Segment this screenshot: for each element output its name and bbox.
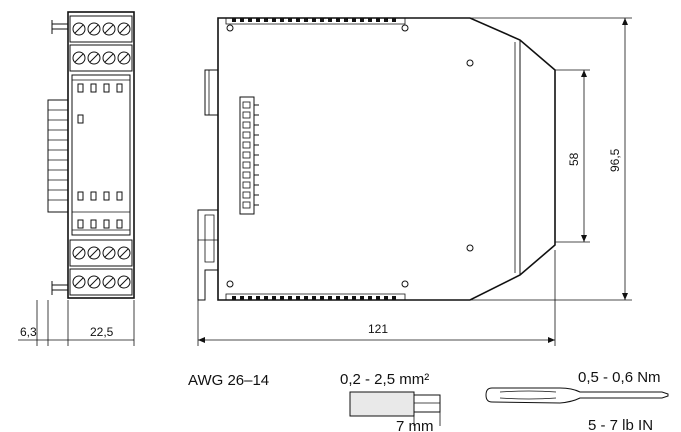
side-view <box>197 17 556 301</box>
wire-ferrule-icon <box>349 391 441 426</box>
screw-icon <box>102 246 116 260</box>
screw-icon <box>102 275 116 289</box>
side-connector-pins <box>242 101 259 209</box>
side-connector <box>239 96 255 215</box>
dim-inner-height: 58 <box>567 152 581 166</box>
wire-cross-section-label: 0,2 - 2,5 mm² <box>340 371 429 388</box>
dim-front-offset: 6,3 <box>20 325 37 339</box>
bottom-vent-slots <box>232 296 396 300</box>
screw-icon <box>87 51 101 65</box>
terminal-screws <box>72 22 131 289</box>
side-dimensions: 121 58 96,5 <box>197 17 632 346</box>
screw-icon <box>102 51 116 65</box>
screw-icon <box>102 22 116 36</box>
screw-icon <box>87 275 101 289</box>
mount-hole-mid-bottom <box>466 244 474 252</box>
led-row-middle <box>77 191 123 201</box>
screw-icon <box>72 246 86 260</box>
dim-front-width: 22,5 <box>90 325 114 339</box>
led-row-top <box>77 83 123 124</box>
screw-icon <box>72 275 86 289</box>
front-housing <box>67 11 135 299</box>
screw-icon <box>72 22 86 36</box>
front-view <box>47 11 135 299</box>
mount-hole-tl <box>226 24 234 32</box>
top-vent-slots <box>232 18 396 22</box>
torque-metric-label: 0,5 - 0,6 Nm <box>578 369 661 386</box>
torque-imperial-label: 5 - 7 lb IN <box>588 417 653 432</box>
led-row-bottom <box>77 219 123 229</box>
front-side-pins <box>47 99 69 213</box>
side-housing <box>217 17 556 301</box>
terminal-block-top-2 <box>69 44 133 72</box>
front-latch-top <box>51 23 69 30</box>
terminal-block-bottom-1 <box>69 239 133 267</box>
din-clip-bottom <box>197 209 218 301</box>
front-panel <box>71 74 131 236</box>
screw-icon <box>117 51 131 65</box>
dim-total-height: 96,5 <box>608 148 622 172</box>
wire-gauge-label: AWG 26–14 <box>188 372 269 389</box>
screw-icon <box>117 275 131 289</box>
screwdriver-icon <box>485 387 669 404</box>
mount-hole-tr <box>401 24 409 32</box>
terminal-block-bottom-2 <box>69 268 133 296</box>
front-latch-bottom <box>51 284 69 291</box>
screw-icon <box>117 246 131 260</box>
din-clip-top <box>204 69 218 116</box>
screw-icon <box>87 246 101 260</box>
mount-hole-mid-top <box>466 59 474 67</box>
screw-icon <box>87 22 101 36</box>
terminal-block-top-1 <box>69 15 133 43</box>
strip-length-label: 7 mm <box>396 418 434 432</box>
mount-hole-bl <box>226 280 234 288</box>
front-dimensions: 6,3 22,5 <box>18 300 135 346</box>
screw-icon <box>72 51 86 65</box>
dim-side-length: 121 <box>368 322 388 336</box>
screw-icon <box>117 22 131 36</box>
mount-hole-br <box>401 280 409 288</box>
